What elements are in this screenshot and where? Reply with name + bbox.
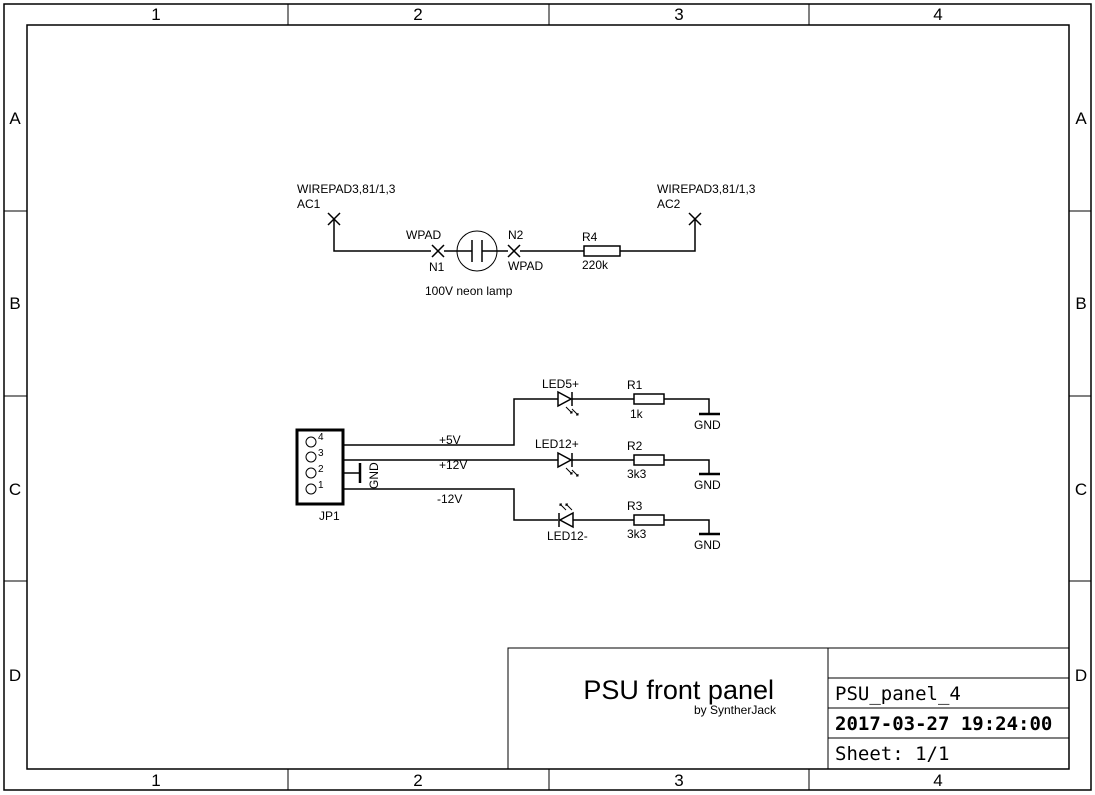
drawing-frame [3, 3, 1092, 791]
row-label-left: A [9, 109, 21, 128]
net-m12v-label: -12V [437, 492, 462, 506]
title-block: PSU front panel by SyntherJack PSU_panel… [507, 647, 1070, 770]
wire-ac1-n1 [333, 220, 431, 252]
n2-package-label: WPAD [508, 259, 543, 273]
r2-value-label: 3k3 [627, 467, 647, 481]
led12p-name-label: LED12+ [535, 437, 579, 451]
r4-value-label: 220k [582, 258, 609, 272]
col-label-top: 1 [151, 5, 160, 24]
net-12v-label: +12V [439, 458, 467, 472]
r3-name-label: R3 [627, 499, 643, 513]
wire-m12v [343, 488, 558, 521]
jp1-pin-label: 3 [318, 448, 324, 459]
jp1-pin-label: 4 [318, 432, 324, 443]
col-label-top: 2 [413, 5, 422, 24]
frame-labels: 1 2 3 4 1 2 3 4 A B C D A B C D [9, 5, 1087, 790]
resistor-r3 [633, 514, 665, 526]
ac1-name-label: AC1 [297, 197, 321, 211]
inner-border [26, 24, 1070, 770]
led-indicator-circuit: 4 3 2 1 JP1 GND +5V LED5+ R1 1k GND +12V [295, 377, 721, 552]
gnd-label: GND [694, 538, 721, 552]
wirepad-ac2 [688, 212, 702, 226]
jp1-gnd-label: GND [367, 462, 381, 489]
n1-name-label: N1 [429, 260, 445, 274]
led12m-symbol [558, 503, 574, 529]
led12p-symbol [557, 451, 579, 477]
resistor-r2 [633, 454, 665, 466]
jp1-pin-label: 2 [318, 464, 324, 475]
wire-r2-gnd [664, 459, 710, 473]
jp1-pins [305, 436, 317, 495]
row-label-left: B [9, 294, 20, 313]
wire-5v [343, 398, 558, 446]
r4-name-label: R4 [582, 230, 598, 244]
led5-symbol [557, 390, 579, 416]
led5-name-label: LED5+ [542, 377, 579, 391]
outer-border [3, 3, 1092, 791]
wirepad-n1 [431, 244, 445, 258]
jp1-pin-label: 1 [318, 480, 324, 491]
neon-lamp-symbol [456, 230, 508, 272]
col-label-bottom: 3 [674, 771, 683, 790]
wire-r3-gnd [664, 519, 710, 533]
r1-value-label: 1k [630, 407, 644, 421]
row-label-left: D [9, 666, 21, 685]
n2-name-label: N2 [508, 228, 524, 242]
ac1-package-label: WIREPAD3,81/1,3 [297, 182, 396, 196]
wire-r4-ac2 [620, 220, 696, 252]
title-block-author: by SyntherJack [694, 703, 777, 717]
title-block-datetime: 2017-03-27 19:24:00 [835, 713, 1052, 735]
ac2-package-label: WIREPAD3,81/1,3 [657, 182, 756, 196]
title-block-file: PSU_panel_4 [835, 683, 961, 705]
led12m-name-label: LED12- [547, 529, 588, 543]
ac2-name-label: AC2 [657, 197, 681, 211]
n1-package-label: WPAD [406, 228, 441, 242]
r2-name-label: R2 [627, 439, 643, 453]
wire-r1-gnd [664, 398, 710, 413]
r3-value-label: 3k3 [627, 527, 647, 541]
gnd-label: GND [694, 478, 721, 492]
row-label-left: C [9, 480, 21, 499]
resistor-r4 [583, 245, 621, 257]
wirepad-ac1 [327, 212, 341, 226]
title-block-sheet: Sheet: 1/1 [835, 743, 949, 765]
col-label-bottom: 2 [413, 771, 422, 790]
wirepad-n2 [507, 244, 521, 258]
neon-lamp-circuit: WIREPAD3,81/1,3 AC1 WIREPAD3,81/1,3 AC2 … [297, 182, 756, 298]
gnd-label: GND [694, 418, 721, 432]
col-label-top: 4 [933, 5, 942, 24]
resistor-r1 [633, 393, 665, 405]
row-label-right: C [1075, 480, 1087, 499]
row-label-right: B [1075, 294, 1086, 313]
row-label-right: A [1075, 109, 1087, 128]
connector-jp1 [295, 428, 345, 506]
r1-name-label: R1 [627, 378, 643, 392]
col-label-top: 3 [674, 5, 683, 24]
row-label-right: D [1075, 666, 1087, 685]
col-label-bottom: 1 [151, 771, 160, 790]
title-block-title: PSU front panel [583, 675, 774, 705]
net-5v-label: +5V [439, 433, 461, 447]
jp1-name-label: JP1 [319, 509, 340, 523]
lamp-caption: 100V neon lamp [425, 284, 513, 298]
col-label-bottom: 4 [933, 771, 942, 790]
